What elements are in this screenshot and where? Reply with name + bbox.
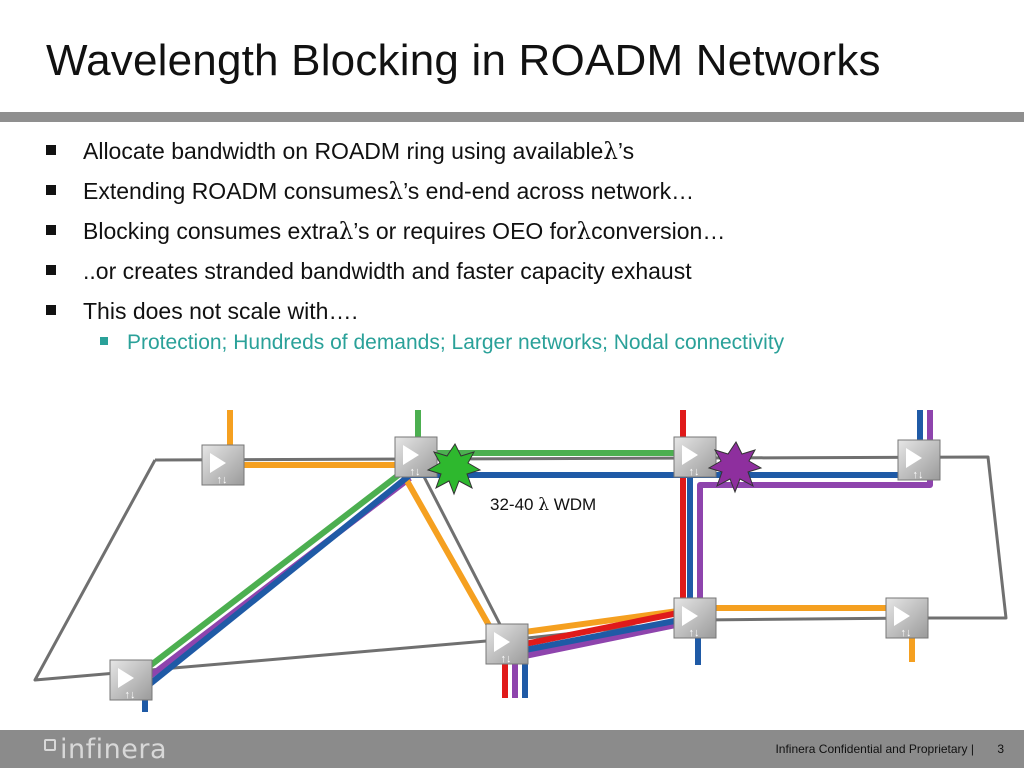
- bullet-item: ..or creates stranded bandwidth and fast…: [46, 258, 692, 285]
- square-bullet-icon: [46, 145, 56, 155]
- square-sub-bullet-icon: [100, 337, 108, 345]
- sub-bullet-text: Protection; Hundreds of demands; Larger …: [127, 331, 785, 354]
- svg-text:↑↓: ↑↓: [217, 474, 228, 486]
- page-number: 3: [997, 742, 1004, 756]
- slide-title: Wavelength Blocking in ROADM Networks: [46, 36, 881, 85]
- roadm-node: ↑↓: [885, 597, 929, 639]
- roadm-node: ↑↓: [897, 439, 941, 481]
- square-bullet-icon: [46, 305, 56, 315]
- square-bullet-icon: [46, 185, 56, 195]
- bullet-text: ..or creates stranded bandwidth and fast…: [83, 258, 692, 284]
- fiber-outer-ring: [154, 455, 1008, 620]
- infinera-logo-icon: [44, 739, 56, 751]
- lambda-symbol: λ: [603, 139, 618, 165]
- fiber-inner-1: [416, 464, 510, 641]
- svg-text:↑↓: ↑↓: [501, 653, 512, 665]
- bullet-text: ’s or requires OEO for: [353, 218, 577, 244]
- roadm-node: ↑↓: [201, 444, 245, 486]
- svg-text:↑↓: ↑↓: [913, 469, 924, 481]
- svg-text:↑↓: ↑↓: [125, 689, 136, 701]
- roadm-node: ↑↓: [673, 597, 717, 639]
- roadm-node: ↑↓: [394, 436, 438, 478]
- roadm-node: ↑↓: [109, 659, 153, 701]
- bullet-item: Allocate bandwidth on ROADM ring using a…: [46, 138, 634, 165]
- svg-text:↑↓: ↑↓: [689, 466, 700, 478]
- lambda-symbol: λ: [576, 219, 592, 245]
- blocking-burst-purple-icon: [707, 441, 763, 494]
- sub-bullet-item: Protection; Hundreds of demands; Larger …: [100, 331, 784, 355]
- bullet-text: Allocate bandwidth on ROADM ring using a…: [83, 138, 604, 164]
- bullet-text: Blocking consumes extra: [83, 218, 339, 244]
- bullet-item: Extending ROADM consumes λ’s end-end acr…: [46, 178, 694, 205]
- path-red: [502, 410, 686, 698]
- blocking-burst-green-icon: [426, 443, 482, 496]
- bullet-item: This does not scale with….: [46, 298, 358, 325]
- svg-text:↑↓: ↑↓: [689, 627, 700, 639]
- bullet-text: ’s: [617, 138, 635, 164]
- roadm-node: ↑↓: [673, 436, 717, 478]
- lambda-symbol: λ: [388, 179, 404, 205]
- bullet-text: This does not scale with….: [83, 298, 358, 324]
- wdm-label: 32-40 λ WDM: [490, 495, 596, 515]
- bullet-item: Blocking consumes extra λ’s or requires …: [46, 218, 725, 245]
- roadm-nodes: ↑↓ ↑↓ ↑↓ ↑↓ ↑↓ ↑↓ ↑↓: [109, 436, 941, 701]
- lambda-symbol: λ: [338, 219, 354, 245]
- path-green-left: [136, 467, 407, 678]
- roadm-node: ↑↓: [485, 623, 529, 665]
- bullet-text: conversion…: [591, 218, 726, 244]
- infinera-logo: infinera: [60, 734, 167, 765]
- fiber-left-edge: [33, 459, 499, 682]
- lightpaths: [136, 410, 933, 712]
- title-divider: [0, 112, 1024, 122]
- confidential-notice: Infinera Confidential and Proprietary |: [775, 742, 974, 756]
- roadm-network-diagram: ↑↓ ↑↓ ↑↓ ↑↓ ↑↓ ↑↓ ↑↓: [33, 410, 1008, 712]
- svg-text:↑↓: ↑↓: [410, 466, 421, 478]
- bullet-text: Extending ROADM consumes: [83, 178, 389, 204]
- square-bullet-icon: [46, 265, 56, 275]
- square-bullet-icon: [46, 225, 56, 235]
- footer-bar: infinera Infinera Confidential and Propr…: [0, 730, 1024, 768]
- svg-text:↑↓: ↑↓: [901, 627, 912, 639]
- bullet-text: ’s end-end across network…: [403, 178, 695, 204]
